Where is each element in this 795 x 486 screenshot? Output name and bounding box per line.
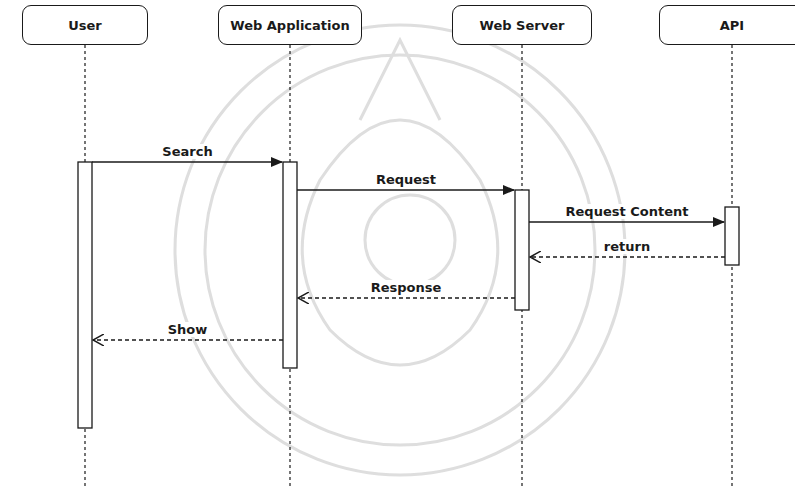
lifeline-head: Web Application (218, 5, 362, 45)
lifeline-head: Web Server (452, 5, 592, 45)
return-message (530, 256, 725, 258)
activation-bar (78, 162, 92, 428)
lifeline-head: API (659, 5, 795, 45)
message-label: return (601, 239, 653, 254)
return-message (298, 297, 515, 299)
call-message (297, 189, 514, 191)
lifeline-name: Web Application (230, 18, 349, 33)
lifeline-name: API (720, 18, 744, 33)
message-label: Show (165, 322, 211, 337)
activation-bar (283, 162, 297, 368)
message-label: Response (368, 280, 445, 295)
activation-bar (725, 207, 739, 265)
lifeline-name: Web Server (480, 18, 565, 33)
call-message (529, 221, 724, 223)
return-message (93, 339, 283, 341)
lifeline-head: User (22, 5, 148, 45)
message-label: Request Content (563, 204, 692, 219)
activation-bar (515, 190, 529, 310)
message-label: Request (373, 172, 439, 187)
call-message (92, 161, 282, 163)
lifeline-name: User (68, 18, 102, 33)
message-label: Search (159, 144, 215, 159)
